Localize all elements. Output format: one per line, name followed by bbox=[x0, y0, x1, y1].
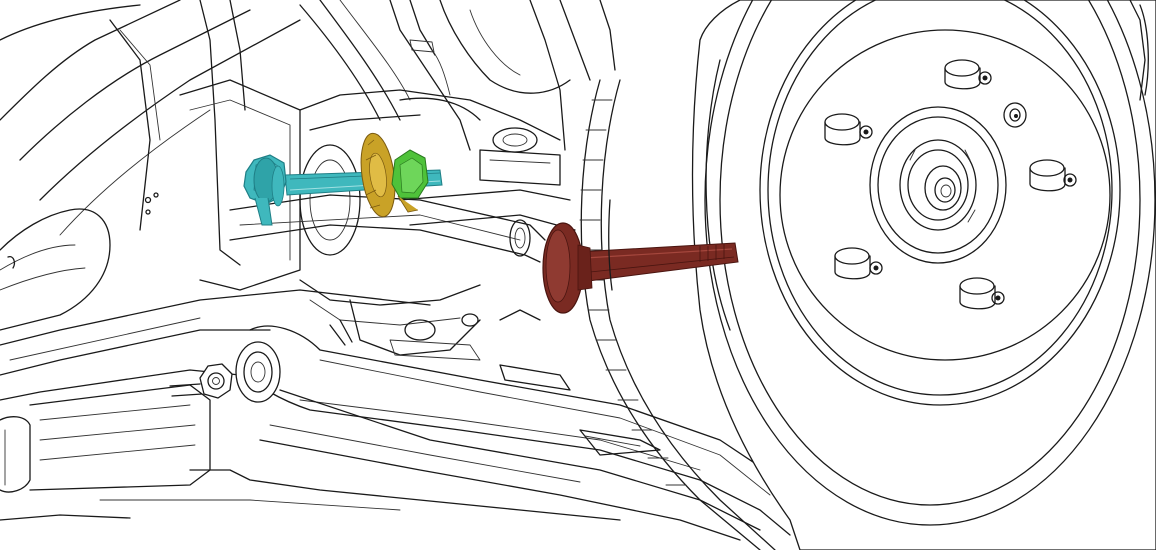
wheel-stud bbox=[824, 113, 873, 146]
lower-control-arm bbox=[0, 289, 801, 541]
wheel-studs bbox=[824, 59, 1077, 310]
toe-link bbox=[229, 189, 576, 263]
rotor-edge-foreground bbox=[608, 199, 613, 291]
wheel-stud bbox=[834, 247, 883, 280]
wheel-stud bbox=[959, 277, 1005, 310]
pivot-bushing bbox=[169, 341, 281, 403]
wheel-stud bbox=[1029, 159, 1077, 192]
brake-rotor bbox=[579, 0, 1156, 550]
wheel-bolt-hole bbox=[1003, 102, 1027, 128]
wheel-hub bbox=[869, 106, 1007, 264]
wheel-stud bbox=[944, 59, 992, 90]
knuckle-bolt bbox=[542, 222, 739, 314]
cam-nut bbox=[391, 149, 429, 213]
cam-washer bbox=[360, 132, 396, 218]
